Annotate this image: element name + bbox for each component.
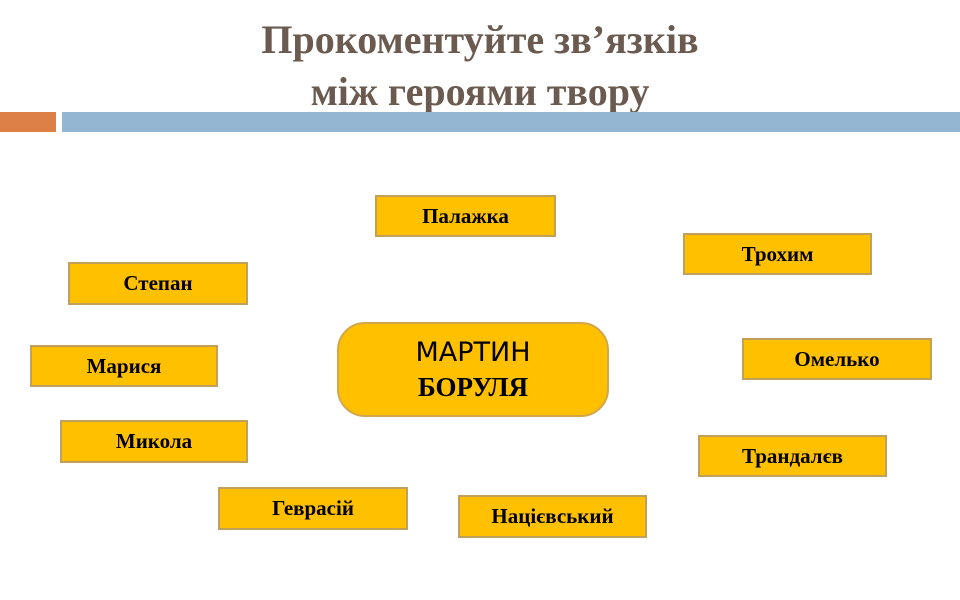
accent-bar-orange <box>0 112 56 132</box>
center-node-martyn-borulia: МАРТИН БОРУЛЯ <box>337 322 609 417</box>
node-palazhka: Палажка <box>375 195 556 237</box>
node-trandaliev: Трандалєв <box>698 435 887 477</box>
accent-bar-blue <box>62 112 960 132</box>
center-node-line-1: МАРТИН <box>415 337 531 368</box>
slide-title-line-1: Прокоментуйте зв’язків <box>261 17 699 62</box>
node-marysia: Марися <box>30 345 218 387</box>
node-trokhym: Трохим <box>683 233 872 275</box>
slide-title-line-2: між героями твору <box>310 69 650 114</box>
slide-title: Прокоментуйте зв’язків між героями твору <box>0 14 960 118</box>
node-mykola: Микола <box>60 420 248 463</box>
node-omelko: Омелько <box>742 338 932 380</box>
center-node-line-2: БОРУЛЯ <box>417 372 529 402</box>
node-hevrasii: Геврасій <box>218 487 408 530</box>
node-stepan: Степан <box>68 262 248 305</box>
node-natsiievskyi: Націєвський <box>458 495 647 538</box>
